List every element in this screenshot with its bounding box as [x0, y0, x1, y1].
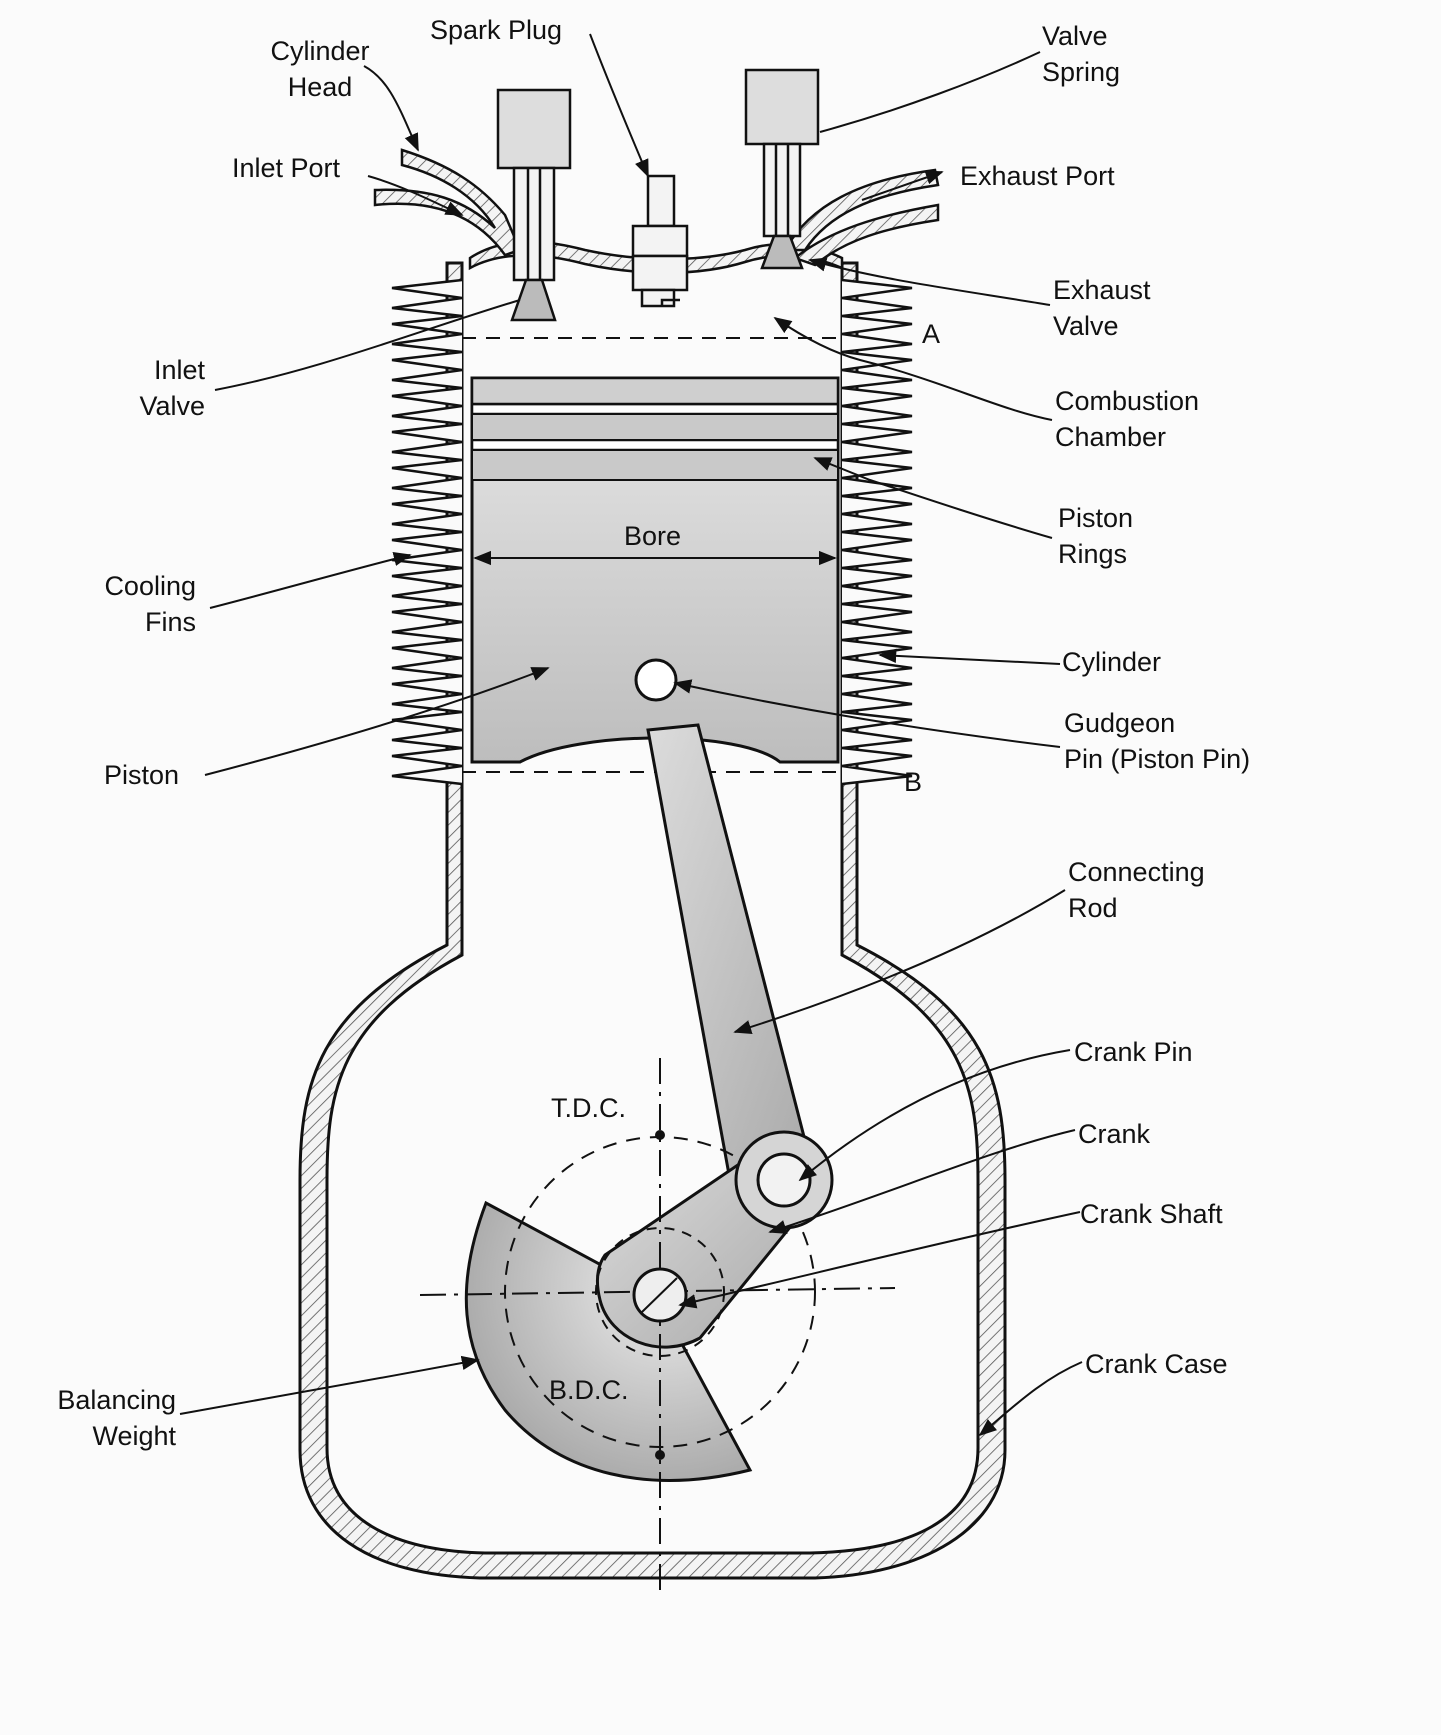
label-cooling-fins: Cooling Fins: [104, 571, 196, 637]
cooling-fin-profile-left: [391, 278, 463, 786]
piston-ring-land-2: [471, 449, 839, 481]
label-piston: Piston: [104, 760, 180, 790]
label-cylinder: Cylinder: [1062, 647, 1162, 677]
label-crank-case: Crank Case: [1085, 1349, 1228, 1379]
label-balancing-weight: Balancing Weight: [57, 1385, 176, 1451]
crank-pin: [756, 1152, 812, 1208]
crank-case-shell: [298, 261, 1007, 1580]
cooling-fin-profile-right: [841, 278, 913, 786]
cooling-fins-left: [391, 278, 463, 786]
label-cylinder-head: Cylinder Head: [270, 36, 370, 102]
tdc-dot: [655, 1130, 665, 1140]
label-piston-rings: Piston Rings: [1058, 503, 1134, 569]
label-crank-pin: Crank Pin: [1074, 1037, 1193, 1067]
leader-lines: [179, 33, 1083, 1437]
label-marker-b: B: [904, 767, 923, 797]
label-gudgeon-pin: Gudgeon Pin (Piston Pin): [1064, 708, 1251, 774]
exhaust-port: [782, 168, 940, 267]
gudgeon-pin: [634, 658, 678, 702]
label-inlet-valve: Inlet Valve: [139, 355, 205, 421]
label-exhaust-port: Exhaust Port: [960, 161, 1115, 191]
label-tdc: T.D.C.: [551, 1093, 627, 1123]
label-marker-a: A: [922, 319, 941, 349]
inlet-valve-assembly: [496, 88, 572, 322]
label-crank-shaft: Crank Shaft: [1080, 1199, 1223, 1229]
piston-crown: [470, 376, 840, 406]
label-combustion-chamber: Combustion Chamber: [1055, 386, 1200, 452]
label-bore: Bore: [624, 521, 682, 551]
bdc-dot: [655, 1450, 665, 1460]
balancing-weight: [464, 1200, 753, 1482]
label-connecting-rod: Connecting Rod: [1068, 857, 1205, 923]
cylinder-head: [468, 240, 844, 275]
piston-ring-land: [471, 413, 839, 441]
label-valve-spring: Valve Spring: [1042, 21, 1121, 87]
spark-plug: [631, 174, 689, 308]
crank-inner-circle: [595, 1227, 725, 1357]
label-inlet-port: Inlet Port: [232, 153, 341, 183]
crank-shaft-hatch: [641, 1277, 678, 1313]
label-bdc: B.D.C.: [549, 1375, 629, 1405]
label-exhaust-valve: Exhaust Valve: [1053, 275, 1151, 341]
label-crank: Crank: [1078, 1119, 1151, 1149]
label-spark-plug: Spark Plug: [430, 15, 563, 45]
cooling-fins-right: [841, 278, 913, 786]
connecting-rod: [646, 723, 812, 1199]
exhaust-valve-assembly: [744, 68, 820, 270]
